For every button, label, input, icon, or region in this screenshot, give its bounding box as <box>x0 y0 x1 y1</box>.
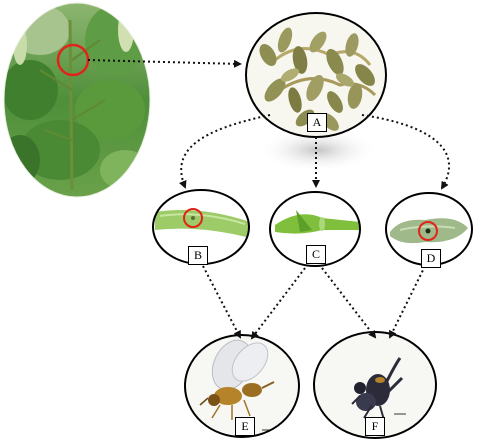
field-photo <box>4 3 150 197</box>
exit-hole-d <box>425 228 431 234</box>
arrow-photo-to-a <box>87 59 242 68</box>
label-b: B <box>188 246 208 265</box>
highlight-ring-d <box>418 221 438 241</box>
arrow-b-to-e <box>202 265 241 339</box>
arrow-c-to-f <box>321 267 377 339</box>
label-c: C <box>306 245 326 264</box>
puncture-mark-b <box>191 216 195 220</box>
arrow-c-to-e <box>250 267 306 340</box>
label-d: D <box>421 249 441 268</box>
label-a: A <box>307 113 327 132</box>
arrow-a-to-b <box>179 114 271 189</box>
oval-e-border <box>184 334 300 438</box>
highlight-ring-b <box>183 208 203 228</box>
shadow-under-a <box>258 128 378 172</box>
label-e: E <box>235 417 255 436</box>
field-photo-border <box>3 2 151 198</box>
connector-arrows <box>87 59 450 340</box>
label-f: F <box>365 417 385 436</box>
oval-c-border <box>269 191 361 267</box>
arrow-d-to-f <box>389 265 426 339</box>
